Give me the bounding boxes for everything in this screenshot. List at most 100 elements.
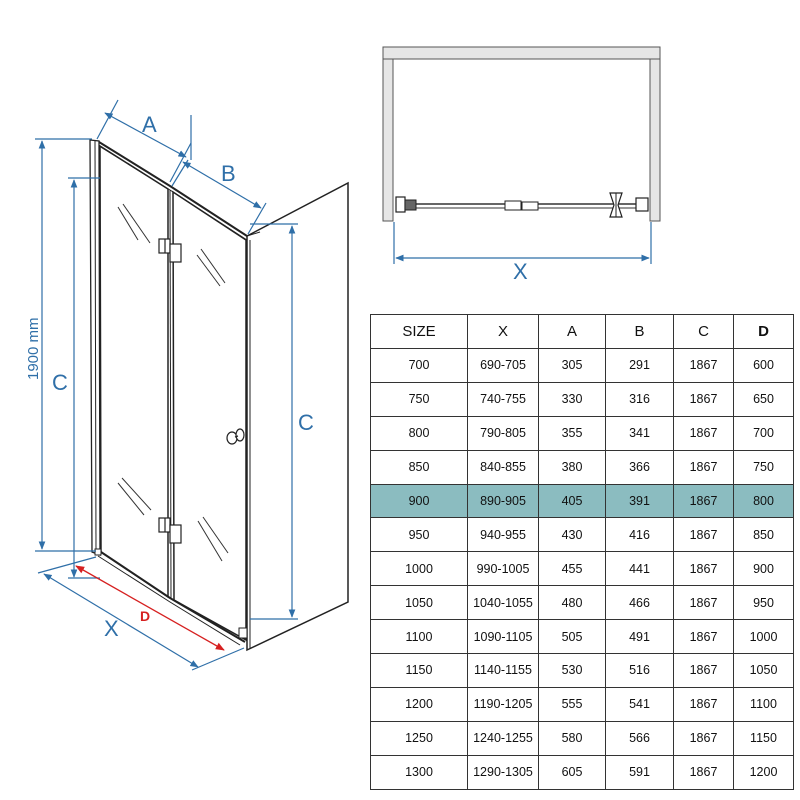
cell-b: 316 [605,381,674,417]
door-panel-left [99,144,169,599]
cell-c: 1867 [673,415,734,451]
header-x: X [467,314,539,349]
cell-c: 1867 [673,551,734,587]
cell-a: 405 [538,483,606,519]
cell-c: 1867 [673,585,734,621]
door-isometric: 1900 mm C C A B X D [25,99,349,671]
cell-d: 950 [733,585,794,621]
cell-d: 1100 [733,686,794,722]
cell-x: 890-905 [467,483,539,519]
cell-x: 1040-1055 [467,585,539,621]
cell-a: 305 [538,348,606,383]
cell-a: 530 [538,653,606,688]
cell-a: 480 [538,585,606,621]
cell-c: 1867 [673,754,734,790]
label-height-total: 1900 mm [25,317,42,380]
cell-a: 330 [538,381,606,417]
label-a: A [142,112,157,137]
cell-a: 555 [538,686,606,722]
cell-x: 690-705 [467,348,539,383]
cell-x: 840-855 [467,449,539,485]
door-knob [226,428,245,445]
cell-a: 605 [538,754,606,790]
cell-size: 1050 [370,585,468,621]
dimension-d-line [75,565,225,651]
cell-a: 355 [538,415,606,451]
cell-b: 466 [605,585,674,621]
cell-size: 1150 [370,653,468,688]
cell-x: 1090-1105 [467,619,539,655]
label-x-left: X [104,616,119,641]
door-panel-right [172,190,247,642]
cell-c: 1867 [673,653,734,688]
cell-c: 1867 [673,483,734,519]
cell-d: 600 [733,348,794,383]
cell-c: 1867 [673,686,734,722]
cell-b: 366 [605,449,674,485]
label-d: D [140,608,150,624]
cell-size: 800 [370,415,468,451]
cell-size: 1200 [370,686,468,722]
cell-size: 900 [370,483,468,519]
cell-size: 700 [370,348,468,383]
cell-a: 430 [538,517,606,553]
cell-d: 1050 [733,653,794,688]
cell-c: 1867 [673,381,734,417]
header-d: D [733,314,794,349]
plan-view: X [382,46,661,284]
cell-d: 700 [733,415,794,451]
cell-size: 750 [370,381,468,417]
cell-a: 380 [538,449,606,485]
cell-b: 391 [605,483,674,519]
cell-size: 1300 [370,754,468,790]
cell-d: 750 [733,449,794,485]
header-size: SIZE [370,314,468,349]
cell-b: 416 [605,517,674,553]
header-a: A [538,314,606,349]
cell-size: 850 [370,449,468,485]
cell-d: 900 [733,551,794,587]
cell-c: 1867 [673,619,734,655]
cell-d: 650 [733,381,794,417]
cell-b: 566 [605,720,674,756]
hinge-top [158,238,182,263]
cell-b: 516 [605,653,674,688]
cell-d: 850 [733,517,794,553]
label-c-left: C [52,370,68,395]
cell-d: 1200 [733,754,794,790]
cell-x: 1140-1155 [467,653,539,688]
cell-x: 1190-1205 [467,686,539,722]
cell-x: 990-1005 [467,551,539,587]
hinge-bottom [158,517,182,544]
header-b: B [605,314,674,349]
cell-x: 790-805 [467,415,539,451]
header-c: C [673,314,734,349]
cell-b: 491 [605,619,674,655]
cell-size: 1100 [370,619,468,655]
cell-size: 950 [370,517,468,553]
cell-b: 541 [605,686,674,722]
cell-b: 291 [605,348,674,383]
cell-b: 341 [605,415,674,451]
cell-c: 1867 [673,348,734,383]
cell-x: 740-755 [467,381,539,417]
table-header-row: SIZE X A B C D [370,314,794,349]
cell-a: 505 [538,619,606,655]
cell-size: 1000 [370,551,468,587]
cell-a: 455 [538,551,606,587]
cell-size: 1250 [370,720,468,756]
cell-d: 1000 [733,619,794,655]
